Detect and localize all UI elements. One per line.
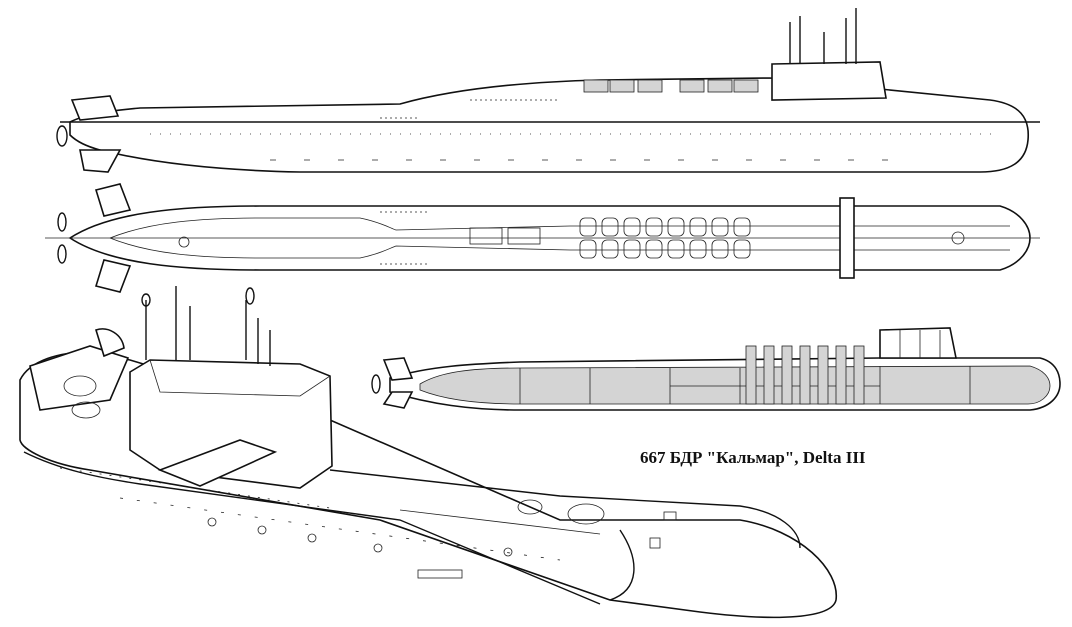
side-propeller (56, 125, 68, 147)
plan-stabilizer-bottom (94, 259, 132, 293)
side-lower-fin (79, 149, 122, 173)
plan-propeller-2 (57, 244, 67, 264)
plan-sail-planes (839, 197, 855, 279)
perspective-view (19, 286, 837, 619)
plan-stabilizer-top (94, 183, 132, 217)
plan-missile-tubes (579, 217, 751, 259)
perspective-missile-deck (329, 469, 801, 549)
plan-propeller-1 (57, 212, 67, 232)
diagram-caption: 667 БДР "Кальмар", Delta III (640, 448, 866, 467)
section-tail-fin-bottom (382, 391, 414, 409)
section-sail (879, 327, 957, 359)
side-rear-fin (70, 95, 120, 121)
side-profile-view (56, 8, 1040, 173)
perspective-sail-plane (157, 439, 278, 487)
side-missile-hatches (583, 79, 759, 93)
section-propeller (371, 374, 381, 394)
section-missile-tubes (745, 345, 865, 405)
section-view (371, 327, 1061, 411)
section-pressure-hull (419, 365, 1051, 405)
section-tail-fin-top (382, 357, 414, 381)
perspective-sail (129, 359, 333, 489)
side-sail (771, 61, 887, 101)
plan-view (45, 183, 1040, 293)
